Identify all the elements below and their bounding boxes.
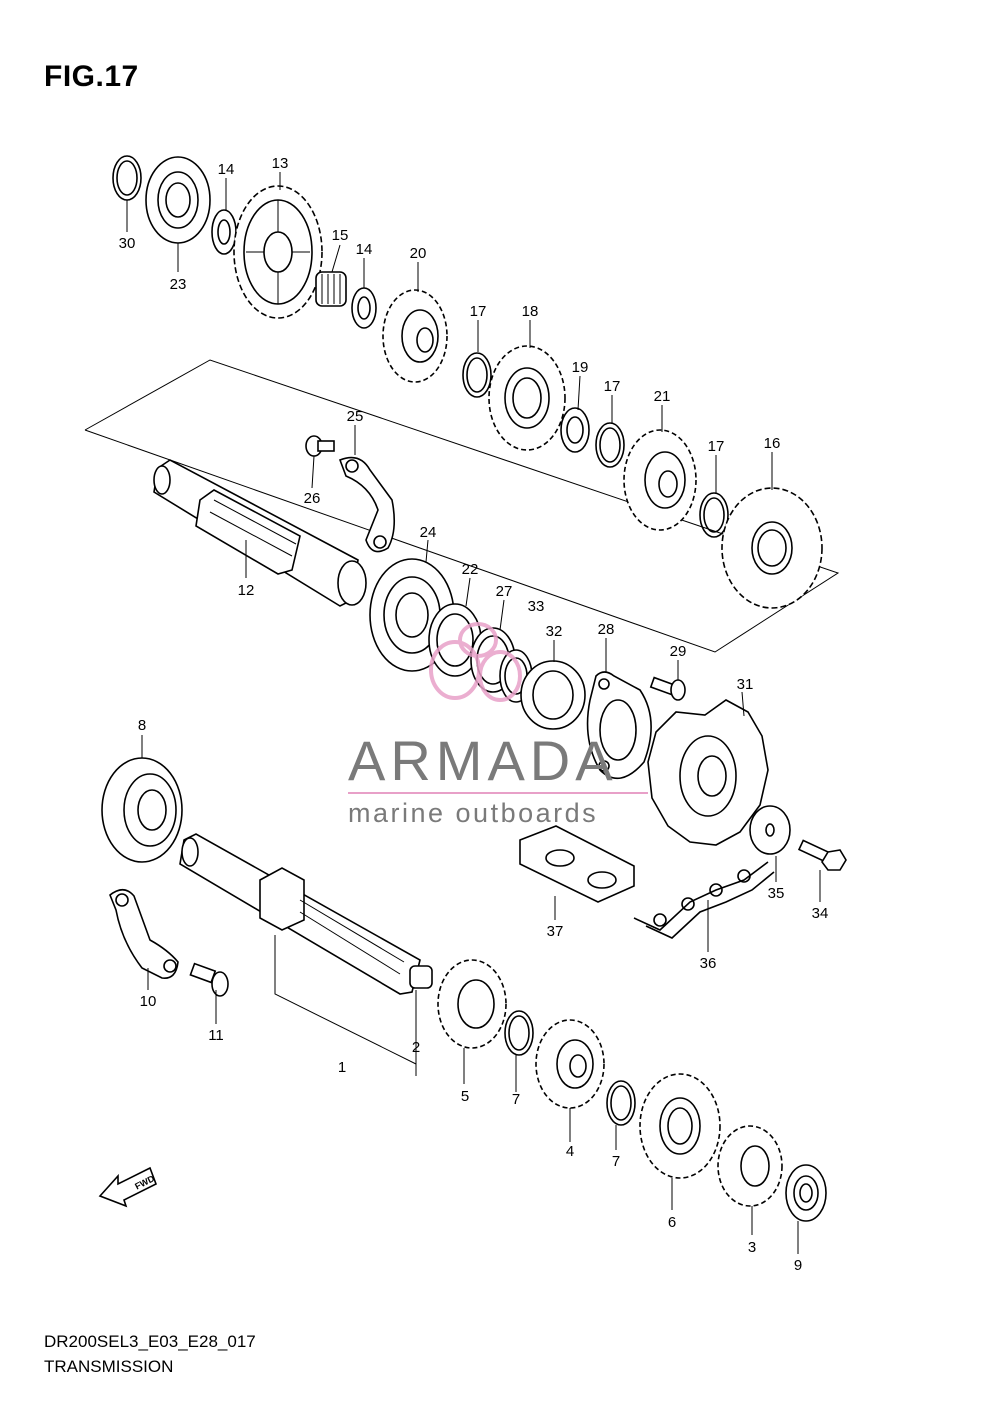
callout-1[interactable]: 1 xyxy=(338,1059,346,1076)
part-34-bolt[interactable] xyxy=(797,839,847,871)
part-21-gear[interactable] xyxy=(623,429,697,531)
part-37-chain-joint[interactable] xyxy=(519,825,635,903)
part-35-washer[interactable] xyxy=(749,805,791,855)
watermark-brand: ARMADA xyxy=(348,729,618,792)
callout-35[interactable]: 35 xyxy=(768,885,785,902)
part-32-spacer[interactable] xyxy=(520,660,586,730)
callout-labels: 1 2 3 4 5 6 7 7 8 9 10 11 12 13 14 14 15… xyxy=(119,155,829,1274)
part-7-circlip-b[interactable] xyxy=(606,1080,636,1126)
callout-13[interactable]: 13 xyxy=(272,155,289,172)
callout-7a[interactable]: 7 xyxy=(512,1091,520,1108)
callout-21[interactable]: 21 xyxy=(654,388,671,405)
fwd-arrow-icon: FWD xyxy=(98,1166,158,1208)
countershaft-assembly-frame xyxy=(84,359,840,653)
callout-3[interactable]: 3 xyxy=(748,1239,756,1256)
part-9-bearing[interactable] xyxy=(785,1164,827,1222)
part-23-bearing[interactable] xyxy=(145,156,211,244)
part-15-needle-bearing[interactable] xyxy=(315,271,347,307)
part-30-circlip[interactable] xyxy=(112,155,142,201)
callout-32[interactable]: 32 xyxy=(546,623,563,640)
callout-11[interactable]: 11 xyxy=(208,1027,224,1044)
watermark-logo-icon xyxy=(429,622,522,702)
callout-37[interactable]: 37 xyxy=(547,923,564,940)
callout-7b[interactable]: 7 xyxy=(612,1153,620,1170)
part-17-circlip-b[interactable] xyxy=(595,422,625,468)
part-14-washer-b[interactable] xyxy=(351,287,377,329)
leader-lines xyxy=(126,172,821,1254)
callout-28[interactable]: 28 xyxy=(598,621,615,638)
callout-34[interactable]: 34 xyxy=(812,905,829,922)
part-25-retainer[interactable] xyxy=(338,456,396,553)
callout-5[interactable]: 5 xyxy=(461,1088,469,1105)
part-16-gear[interactable] xyxy=(721,487,823,609)
callout-14a[interactable]: 14 xyxy=(218,161,235,178)
callout-24[interactable]: 24 xyxy=(420,524,437,541)
part-2-bushing[interactable] xyxy=(409,965,433,989)
callout-8[interactable]: 8 xyxy=(138,717,146,734)
callout-23[interactable]: 23 xyxy=(170,276,187,293)
part-1-mainshaft[interactable] xyxy=(179,833,421,995)
part-18-gear[interactable] xyxy=(488,345,566,451)
callout-10[interactable]: 10 xyxy=(140,993,157,1010)
callout-17c[interactable]: 17 xyxy=(708,438,725,455)
callout-31[interactable]: 31 xyxy=(737,676,754,693)
figure-title: FIG.17 xyxy=(44,60,139,93)
callout-2[interactable]: 2 xyxy=(412,1039,420,1056)
callout-6[interactable]: 6 xyxy=(668,1214,676,1231)
part-20-gear[interactable] xyxy=(382,289,448,383)
callout-33[interactable]: 33 xyxy=(528,598,545,615)
part-28-plate[interactable] xyxy=(586,671,652,780)
callout-17b[interactable]: 17 xyxy=(604,378,621,395)
part-17-circlip-a[interactable] xyxy=(462,352,492,398)
part-10-retainer[interactable] xyxy=(109,888,179,979)
callout-4[interactable]: 4 xyxy=(566,1143,574,1160)
figure-name: TRANSMISSION xyxy=(44,1357,174,1376)
callout-20[interactable]: 20 xyxy=(410,245,427,262)
part-17-circlip-c[interactable] xyxy=(699,492,729,538)
callout-36[interactable]: 36 xyxy=(700,955,717,972)
callout-15[interactable]: 15 xyxy=(332,227,349,244)
callout-19[interactable]: 19 xyxy=(572,359,589,376)
watermark-divider xyxy=(348,792,648,794)
part-8-bearing[interactable] xyxy=(101,757,183,863)
callout-16[interactable]: 16 xyxy=(764,435,781,452)
callout-18[interactable]: 18 xyxy=(522,303,539,320)
callout-25[interactable]: 25 xyxy=(347,408,364,425)
part-7-circlip-a[interactable] xyxy=(504,1010,534,1056)
callout-9[interactable]: 9 xyxy=(794,1257,802,1274)
figure-code: DR200SEL3_E03_E28_017 xyxy=(44,1332,256,1351)
part-5-gear[interactable] xyxy=(437,959,507,1049)
callout-26[interactable]: 26 xyxy=(304,490,321,507)
part-26-screw[interactable] xyxy=(305,435,335,457)
callout-30[interactable]: 30 xyxy=(119,235,136,252)
part-19-washer[interactable] xyxy=(560,407,590,453)
callout-27[interactable]: 27 xyxy=(496,583,513,600)
part-4-gear[interactable] xyxy=(535,1019,605,1109)
callout-17a[interactable]: 17 xyxy=(470,303,487,320)
part-36-chain[interactable] xyxy=(633,861,775,939)
part-6-gear[interactable] xyxy=(639,1073,721,1179)
callout-12[interactable]: 12 xyxy=(238,582,255,599)
part-12-countershaft[interactable] xyxy=(153,459,367,607)
part-31-sprocket[interactable] xyxy=(647,699,769,846)
callout-14b[interactable]: 14 xyxy=(356,241,373,258)
part-13-gear[interactable] xyxy=(233,185,323,319)
callout-22[interactable]: 22 xyxy=(462,561,479,578)
callout-29[interactable]: 29 xyxy=(670,643,687,660)
part-29-bolt[interactable] xyxy=(649,676,686,701)
part-3-gear[interactable] xyxy=(717,1125,783,1207)
part-11-screw[interactable] xyxy=(189,962,229,997)
part-14-washer-a[interactable] xyxy=(211,209,237,255)
watermark-tagline: marine outboards xyxy=(348,798,599,828)
